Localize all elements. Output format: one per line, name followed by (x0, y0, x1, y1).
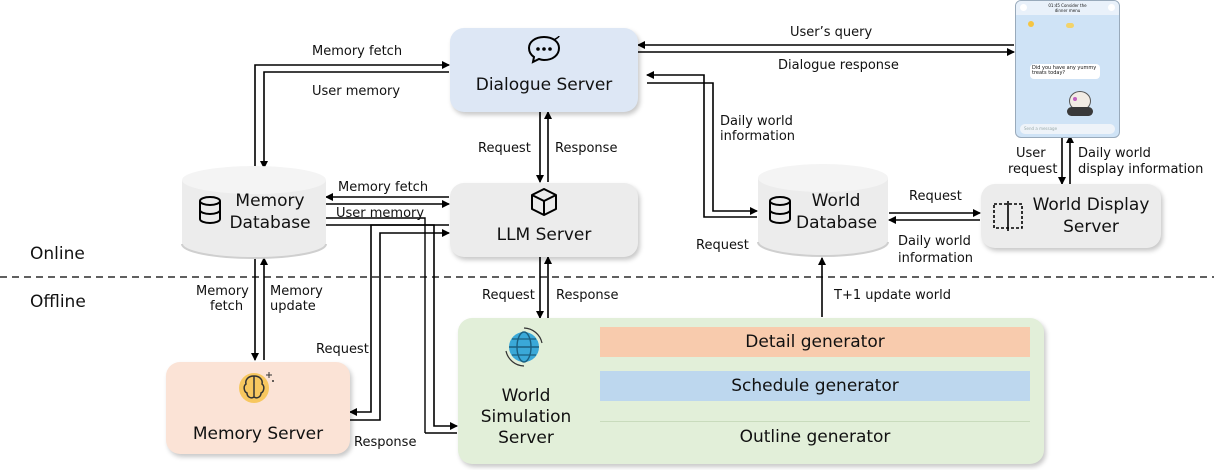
outline-generator: Outline generator (600, 421, 1030, 452)
phone-cloud-icon (1066, 23, 1074, 28)
world-database-label-1: World (811, 191, 861, 211)
edge-label-daily-world-right-2: information (898, 251, 974, 266)
world-database-cylinder (757, 164, 889, 257)
edge-label-response-llm: Response (555, 141, 618, 156)
llm-server-node: LLM Server (450, 183, 638, 257)
edge-label-dialogue-response: Dialogue response (778, 58, 899, 73)
edge-label-memory-fetch-top: Memory fetch (312, 44, 403, 59)
phone-back-icon (1020, 4, 1027, 11)
world-display-label-2: Server (1063, 217, 1119, 237)
memory-server-label: Memory Server (192, 424, 324, 444)
dialogue-server-label: Dialogue Server (475, 75, 613, 95)
database-icon (769, 196, 791, 224)
edge-label-memory-update-2: update (270, 299, 316, 314)
display-frame-icon (993, 201, 1023, 231)
memory-database-label-2: Database (229, 213, 311, 233)
globe-icon (505, 327, 543, 367)
world-sim-label-2: Simulation (480, 407, 572, 427)
memory-server-node: Memory Server (166, 362, 350, 454)
world-sim-label-1: World (501, 386, 551, 406)
world-display-label-1: World Display (1032, 195, 1150, 215)
schedule-generator: Schedule generator (600, 371, 1030, 401)
phone-menu-icon (1108, 4, 1115, 11)
phone-sun-icon (1028, 21, 1034, 27)
dialogue-server-node: Dialogue Server (450, 28, 638, 112)
database-icon (199, 196, 221, 224)
edge-label-request-sim: Request (482, 288, 535, 303)
phone-input: Send a message (1020, 124, 1115, 134)
edge-label-daily-display-1: Daily world (1078, 146, 1151, 161)
memory-database-label-1: Memory (235, 191, 305, 211)
phone-bubble: Did you have any yummy treats today? (1030, 64, 1100, 79)
llm-server-label: LLM Server (496, 225, 592, 245)
edge-label-daily-world-1: Daily world (720, 114, 793, 129)
edge-label-request-memserver: Request (316, 342, 369, 357)
edge-label-daily-display-2: display information (1078, 162, 1204, 177)
edge-label-daily-world-2: information (720, 129, 796, 144)
edge-label-t1-update: T+1 update world (834, 288, 951, 303)
world-display-server-node: World Display Server (981, 184, 1161, 248)
brain-icon (239, 372, 274, 403)
edge-label-user-memory-top: User memory (312, 84, 401, 99)
world-database-label-2: Database (796, 213, 878, 233)
world-sim-label-3: Server (498, 428, 554, 448)
edge-label-users-query: User’s query (790, 25, 873, 40)
edge-label-memory-update-1: Memory (270, 284, 323, 299)
edge-label-user-request-1: User (1016, 146, 1046, 161)
edge-label-memory-fetch-low-1: Memory (196, 284, 249, 299)
edge-label-request-display: Request (909, 189, 962, 204)
phone-screenshot: 01:45 Consider the dinner menu Did you h… (1015, 0, 1120, 138)
edge-label-request-llm: Request (478, 141, 531, 156)
online-zone-label: Online (30, 244, 85, 264)
edge-label-memory-fetch-low-2: fetch (210, 299, 244, 314)
chat-bubble-icon (527, 35, 561, 64)
edge-label-daily-world-right-1: Daily world (898, 234, 971, 249)
edge-label-user-memory-mid: User memory (336, 206, 425, 221)
edge-label-memory-fetch-mid: Memory fetch (338, 180, 429, 195)
phone-dog-illustration (1061, 85, 1095, 117)
edge-label-response-sim: Response (556, 288, 619, 303)
offline-zone-label: Offline (30, 292, 86, 312)
phone-title-2: dinner menu (1054, 8, 1081, 13)
edge-label-user-request-2: request (1008, 162, 1058, 177)
phone-title-1: 01:45 Consider the (1048, 3, 1087, 8)
edge-label-response-memserver: Response (354, 435, 417, 450)
cube-icon (531, 188, 557, 216)
edge-label-request-world-db: Request (696, 238, 749, 253)
detail-generator: Detail generator (600, 327, 1030, 357)
